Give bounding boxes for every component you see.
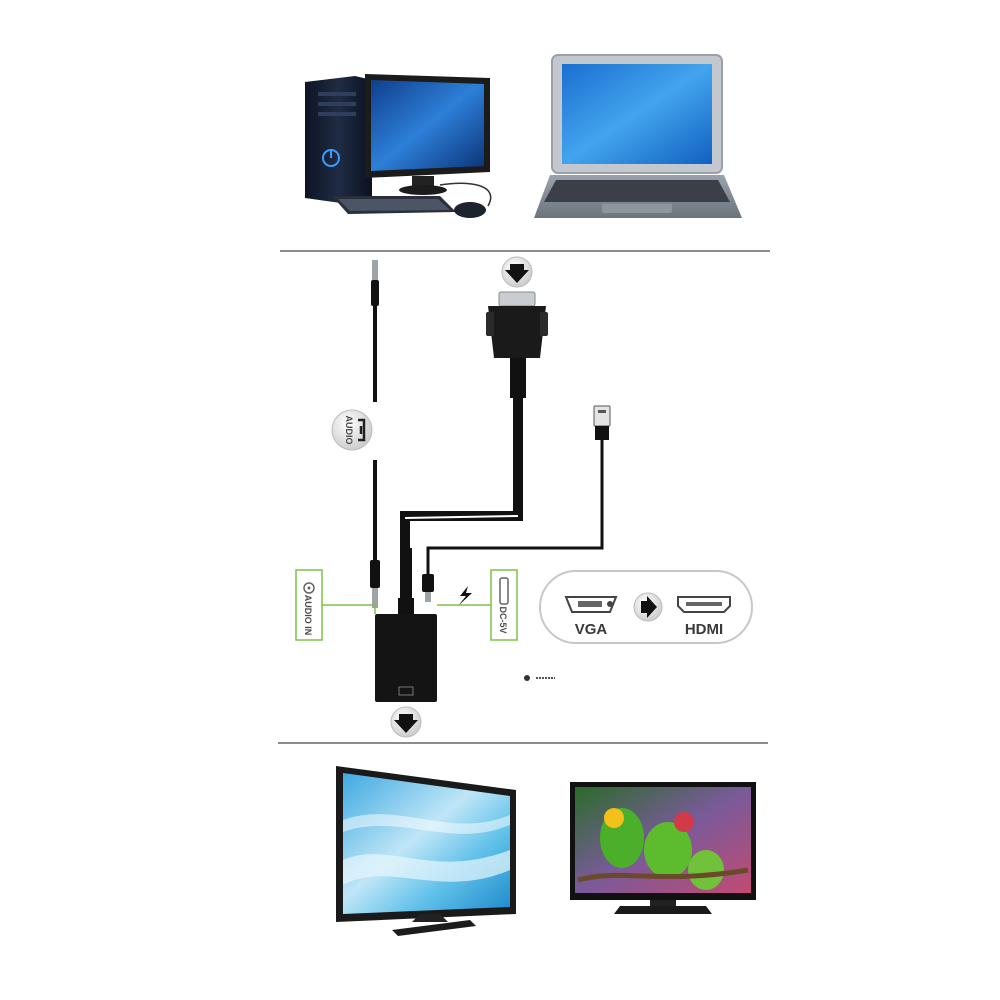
audio-jack-icon (370, 260, 380, 608)
laptop-icon (534, 54, 742, 218)
hdmi-port-icon (677, 596, 731, 613)
audio-port-icon (303, 582, 315, 594)
tv-icon (570, 782, 756, 914)
micro-usb-port-icon (499, 577, 509, 605)
audio-jack-symbol-icon (358, 418, 366, 442)
micro-usb-icon (422, 574, 434, 602)
usb-plug-icon (426, 405, 611, 576)
indicator-icon (524, 675, 555, 681)
audio-badge: AUDIO (331, 409, 373, 451)
audio-badge-label: AUDIO (344, 416, 354, 445)
desktop-computer-icon (305, 74, 492, 218)
dc-5v-label: DC-5V (498, 606, 508, 633)
vga-port-icon (564, 596, 618, 613)
hdmi-label: HDMI (685, 621, 723, 638)
vga-to-hdmi-panel: VGA HDMI (539, 570, 753, 644)
monitor-icon (336, 766, 516, 936)
audio-in-label: AUDIO IN (303, 595, 313, 636)
audio-in-callout: AUDIO IN (295, 569, 376, 641)
lightning-icon (458, 586, 472, 606)
vga-label: VGA (575, 621, 608, 638)
converter-box-icon (375, 614, 437, 702)
dc-5v-callout: DC-5V (437, 569, 518, 641)
